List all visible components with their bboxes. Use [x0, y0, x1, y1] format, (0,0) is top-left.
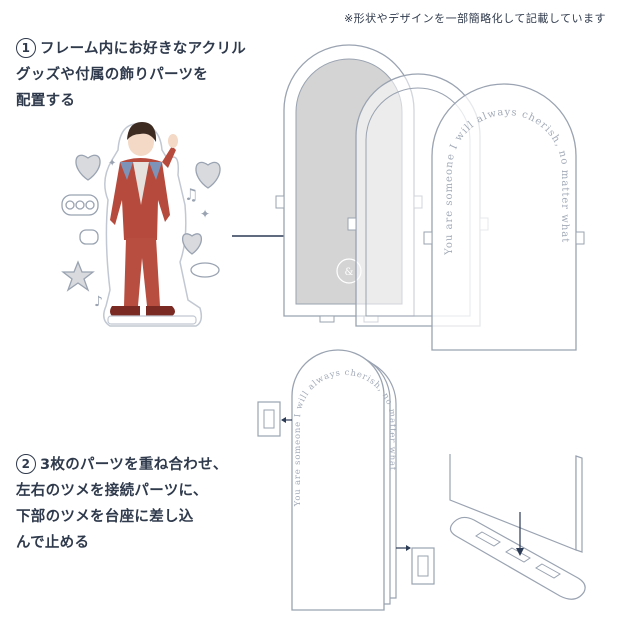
- svg-text:♫: ♫: [184, 185, 198, 204]
- character-acrylic-stand: [104, 122, 202, 326]
- svg-text:&: &: [345, 267, 354, 278]
- heart-part-3: [183, 234, 202, 254]
- svg-text:✦: ✦: [200, 207, 210, 221]
- base-stand: [450, 454, 585, 599]
- cuff-part: [80, 230, 98, 244]
- star-part: [63, 262, 93, 290]
- svg-text:♪: ♪: [94, 294, 103, 310]
- word-part: [62, 195, 98, 215]
- front-panel: You are someone I will always cherish, n…: [424, 84, 584, 350]
- assembled-frame: You are someone I will always cherish, n…: [258, 350, 434, 610]
- ring-part: [191, 263, 219, 277]
- heart-part-1: [76, 155, 100, 180]
- heart-part-2: [196, 162, 220, 188]
- svg-text:✦: ✦: [108, 158, 116, 169]
